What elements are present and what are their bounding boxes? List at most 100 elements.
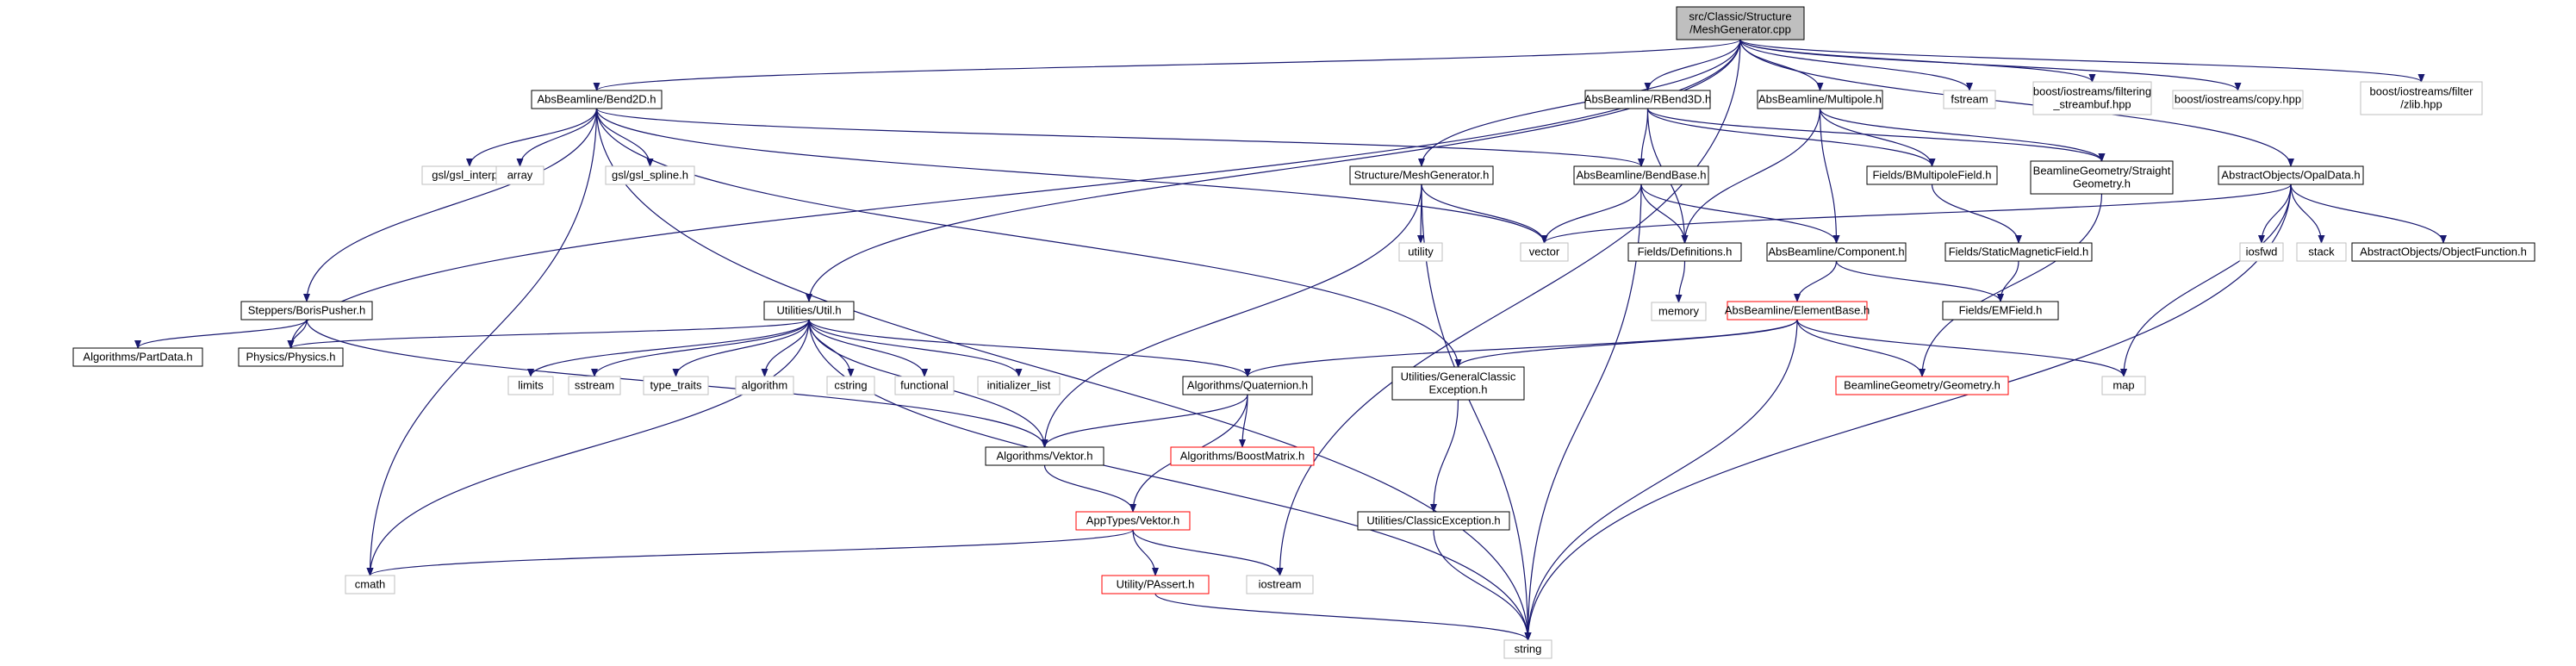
node-multipole[interactable]: AbsBeamline/Multipole.h — [1757, 90, 1883, 109]
node-opaldata[interactable]: AbstractObjects/OpalData.h — [2218, 165, 2364, 185]
edge-straightgeom-to-geometry — [1919, 193, 2103, 377]
node-boostmatrix[interactable]: Algorithms/BoostMatrix.h — [1170, 446, 1315, 466]
edge-bend2d-to-string — [595, 108, 1532, 641]
edge-utilh-to-sstream — [591, 319, 810, 377]
node-physics[interactable]: Physics/Physics.h — [238, 347, 344, 367]
node-label: /zlib.hpp — [2400, 98, 2442, 111]
node-emfield[interactable]: Fields/EMField.h — [1942, 301, 2059, 321]
node-box — [2172, 90, 2304, 109]
node-apptypesvektor[interactable]: AppTypes/Vektor.h — [1075, 511, 1191, 531]
node-definitions[interactable]: Fields/Definitions.h — [1627, 242, 1742, 262]
node-label: gsl/gsl_interp.h — [432, 169, 507, 182]
edge-bend2d-to-bendbase — [595, 108, 1645, 167]
edge-bend2d-to-gslinterp — [466, 108, 598, 167]
node-fstream[interactable]: fstream — [1943, 90, 1996, 109]
node-elementbase[interactable]: AbsBeamline/ElementBase.h — [1725, 301, 1870, 321]
edge-rbend3d-to-bmultipole — [1646, 108, 1936, 167]
node-box — [2351, 242, 2536, 262]
node-staticmag[interactable]: Fields/StaticMagneticField.h — [1944, 242, 2093, 262]
node-borispusher[interactable]: Steppers/BorisPusher.h — [240, 301, 373, 321]
node-label: gsl/gsl_spline.h — [612, 169, 688, 182]
node-quaternion[interactable]: Algorithms/Quaternion.h — [1182, 376, 1313, 395]
node-box — [985, 446, 1104, 466]
node-box — [568, 376, 621, 395]
edge-bendbase-to-string — [1524, 184, 1642, 641]
node-sstream[interactable]: sstream — [568, 376, 621, 395]
node-vector[interactable]: vector — [1520, 242, 1569, 262]
node-root[interactable]: src/Classic/Structure/MeshGenerator.cpp — [1676, 6, 1805, 40]
edge-utilh-to-quaternion — [808, 319, 1251, 377]
node-label: Exception.h — [1429, 383, 1488, 396]
node-box — [1866, 165, 1998, 185]
node-filtering[interactable]: boost/iostreams/filtering_streambuf.hpp — [2032, 81, 2152, 115]
node-functional[interactable]: functional — [894, 376, 955, 395]
node-iostream[interactable]: iostream — [1246, 575, 1314, 594]
node-geometry[interactable]: BeamlineGeometry/Geometry.h — [1835, 376, 2009, 395]
node-box — [1170, 446, 1315, 466]
edge-root-to-bend2d — [593, 39, 1741, 91]
node-classicexc[interactable]: Utilities/ClassicException.h — [1357, 511, 1510, 531]
edge-bend2d-to-gslspline — [595, 108, 654, 167]
node-label: AbstractObjects/ObjectFunction.h — [2360, 246, 2527, 258]
node-partdata[interactable]: Algorithms/PartData.h — [72, 347, 203, 367]
node-stack[interactable]: stack — [2296, 242, 2347, 262]
node-component[interactable]: AbsBeamline/Component.h — [1766, 242, 1907, 262]
node-label: AbsBeamline/RBend3D.h — [1584, 93, 1711, 106]
node-passert[interactable]: Utility/PAssert.h — [1101, 575, 1210, 594]
node-map[interactable]: map — [2101, 376, 2146, 395]
node-meshgenh[interactable]: Structure/MeshGenerator.h — [1349, 165, 1494, 185]
node-gslspline[interactable]: gsl/gsl_spline.h — [605, 165, 695, 185]
edge-multipole-to-component — [1819, 108, 1840, 244]
node-label: vector — [1529, 246, 1560, 258]
edge-bendbase-to-vector — [1540, 184, 1642, 244]
node-iosfwd[interactable]: iosfwd — [2239, 242, 2284, 262]
edge-bmultipole-to-staticmag — [1931, 184, 2022, 244]
node-utility[interactable]: utility — [1398, 242, 1443, 262]
edge-utilh-to-physics — [287, 319, 810, 349]
node-box — [605, 165, 695, 185]
node-copy[interactable]: boost/iostreams/copy.hpp — [2172, 90, 2304, 109]
node-objfunc[interactable]: AbstractObjects/ObjectFunction.h — [2351, 242, 2536, 262]
node-typetraits[interactable]: type_traits — [643, 376, 709, 395]
node-algvektor[interactable]: Algorithms/Vektor.h — [985, 446, 1104, 466]
edge-component-to-emfield — [1835, 260, 2004, 302]
node-bend2d[interactable]: AbsBeamline/Bend2D.h — [531, 90, 663, 109]
node-initlist[interactable]: initializer_list — [977, 376, 1061, 395]
edge-layer — [134, 39, 2447, 641]
node-box — [894, 376, 955, 395]
edge-meshgenh-to-algvektor — [1041, 184, 1422, 448]
node-label: src/Classic/Structure — [1689, 10, 1791, 23]
edge-elementbase-to-map — [1796, 319, 2127, 377]
node-rbend3d[interactable]: AbsBeamline/RBend3D.h — [1584, 90, 1711, 109]
node-label: Steppers/BorisPusher.h — [248, 304, 366, 317]
node-label: AbsBeamline/BendBase.h — [1576, 169, 1706, 182]
node-cmath[interactable]: cmath — [345, 575, 395, 594]
node-label: fstream — [1951, 93, 1988, 106]
edge-root-to-rbend3d — [1644, 39, 1741, 91]
node-cstring[interactable]: cstring — [826, 376, 875, 395]
node-array[interactable]: array — [495, 165, 544, 185]
node-bendbase[interactable]: AbsBeamline/BendBase.h — [1573, 165, 1709, 185]
edge-opaldata-to-string — [1524, 184, 2292, 641]
edge-definitions-to-memory — [1675, 260, 1686, 303]
node-bmultipole[interactable]: Fields/BMultipoleField.h — [1866, 165, 1998, 185]
node-zlib[interactable]: boost/iostreams/filter/zlib.hpp — [2360, 81, 2483, 115]
node-utilh[interactable]: Utilities/Util.h — [763, 301, 855, 321]
node-box — [1357, 511, 1510, 531]
node-memory[interactable]: memory — [1651, 302, 1707, 321]
node-box — [643, 376, 709, 395]
node-label: Algorithms/Quaternion.h — [1187, 379, 1308, 392]
edge-utilh-to-typetraits — [672, 319, 810, 377]
node-box — [1503, 639, 1552, 659]
node-algorithm[interactable]: algorithm — [735, 376, 794, 395]
edge-passert-to-string — [1154, 593, 1532, 641]
node-string[interactable]: string — [1503, 639, 1552, 659]
node-label: stack — [2308, 246, 2335, 258]
edge-genclassicexc-to-classicexc — [1430, 399, 1459, 513]
node-label: _streambuf.hpp — [2052, 98, 2131, 111]
node-label: /MeshGenerator.cpp — [1689, 23, 1791, 36]
node-gslinterp[interactable]: gsl/gsl_interp.h — [421, 165, 518, 185]
node-limits[interactable]: limits — [507, 376, 554, 395]
